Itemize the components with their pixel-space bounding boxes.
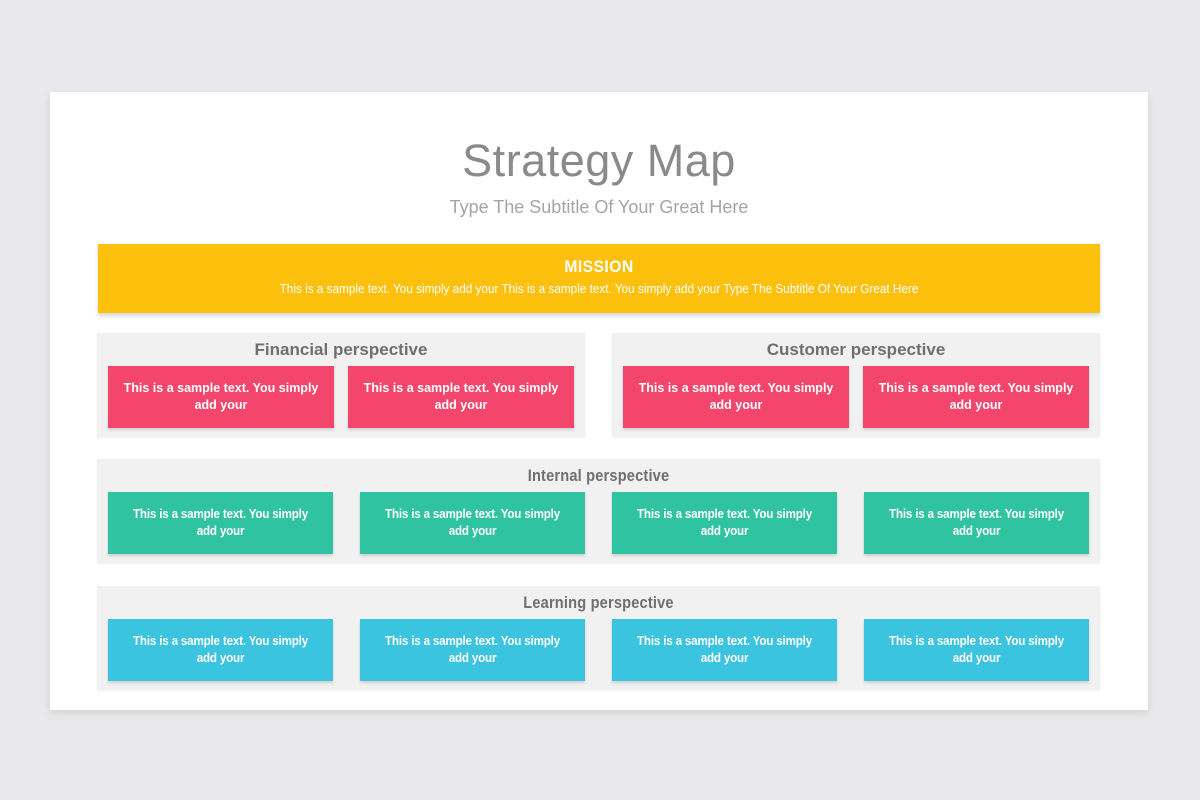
internal-box-3: This is a sample text. You simply add yo… [612,492,837,554]
financial-box-1-text: This is a sample text. You simply add yo… [123,381,319,412]
customer-box-2: This is a sample text. You simply add yo… [863,366,1089,428]
learning-box-4-text: This is a sample text. You simply add yo… [889,634,1064,665]
panel-title-financial: Financial perspective [254,340,428,359]
panel-title-internal: Internal perspective [527,466,670,485]
financial-box-2: This is a sample text. You simply add yo… [348,366,574,428]
learning-box-3-text: This is a sample text. You simply add yo… [637,634,812,665]
internal-box-2: This is a sample text. You simply add yo… [360,492,585,554]
slide-subtitle: Type The Subtitle Of Your Great Here [449,197,749,217]
learning-box-2: This is a sample text. You simply add yo… [360,619,585,681]
internal-box-4-text: This is a sample text. You simply add yo… [889,507,1064,538]
learning-box-1: This is a sample text. You simply add yo… [108,619,333,681]
panel-financial-perspective: Financial perspective This is a sample t… [97,333,585,437]
internal-boxes: This is a sample text. You simply add yo… [108,492,1089,554]
financial-box-2-text: This is a sample text. You simply add yo… [363,381,559,412]
mission-banner: MISSION This is a sample text. You simpl… [98,244,1100,313]
learning-boxes: This is a sample text. You simply add yo… [108,619,1089,681]
learning-box-3: This is a sample text. You simply add yo… [612,619,837,681]
customer-box-1: This is a sample text. You simply add yo… [623,366,849,428]
perspective-row-top: Financial perspective This is a sample t… [97,333,1100,437]
panel-customer-perspective: Customer perspective This is a sample te… [612,333,1100,437]
financial-box-1: This is a sample text. You simply add yo… [108,366,334,428]
financial-boxes: This is a sample text. You simply add yo… [108,366,574,428]
customer-box-2-text: This is a sample text. You simply add yo… [878,381,1074,412]
panel-title-customer: Customer perspective [766,340,946,359]
customer-box-1-text: This is a sample text. You simply add yo… [638,381,834,412]
slide-title: Strategy Map [462,135,736,186]
internal-box-2-text: This is a sample text. You simply add yo… [385,507,560,538]
internal-box-1-text: This is a sample text. You simply add yo… [133,507,308,538]
internal-box-3-text: This is a sample text. You simply add yo… [637,507,812,538]
internal-box-4: This is a sample text. You simply add yo… [864,492,1089,554]
learning-box-2-text: This is a sample text. You simply add yo… [385,634,560,665]
panel-learning-perspective: Learning perspective This is a sample te… [97,586,1100,690]
internal-box-1: This is a sample text. You simply add yo… [108,492,333,554]
learning-box-1-text: This is a sample text. You simply add yo… [133,634,308,665]
panel-internal-perspective: Internal perspective This is a sample te… [97,459,1100,563]
slide-canvas: Strategy Map Type The Subtitle Of Your G… [50,92,1148,710]
mission-title: MISSION [564,257,634,276]
customer-boxes: This is a sample text. You simply add yo… [623,366,1089,428]
learning-box-4: This is a sample text. You simply add yo… [864,619,1089,681]
mission-text: This is a sample text. You simply add yo… [279,282,919,296]
panel-title-learning: Learning perspective [523,593,674,612]
